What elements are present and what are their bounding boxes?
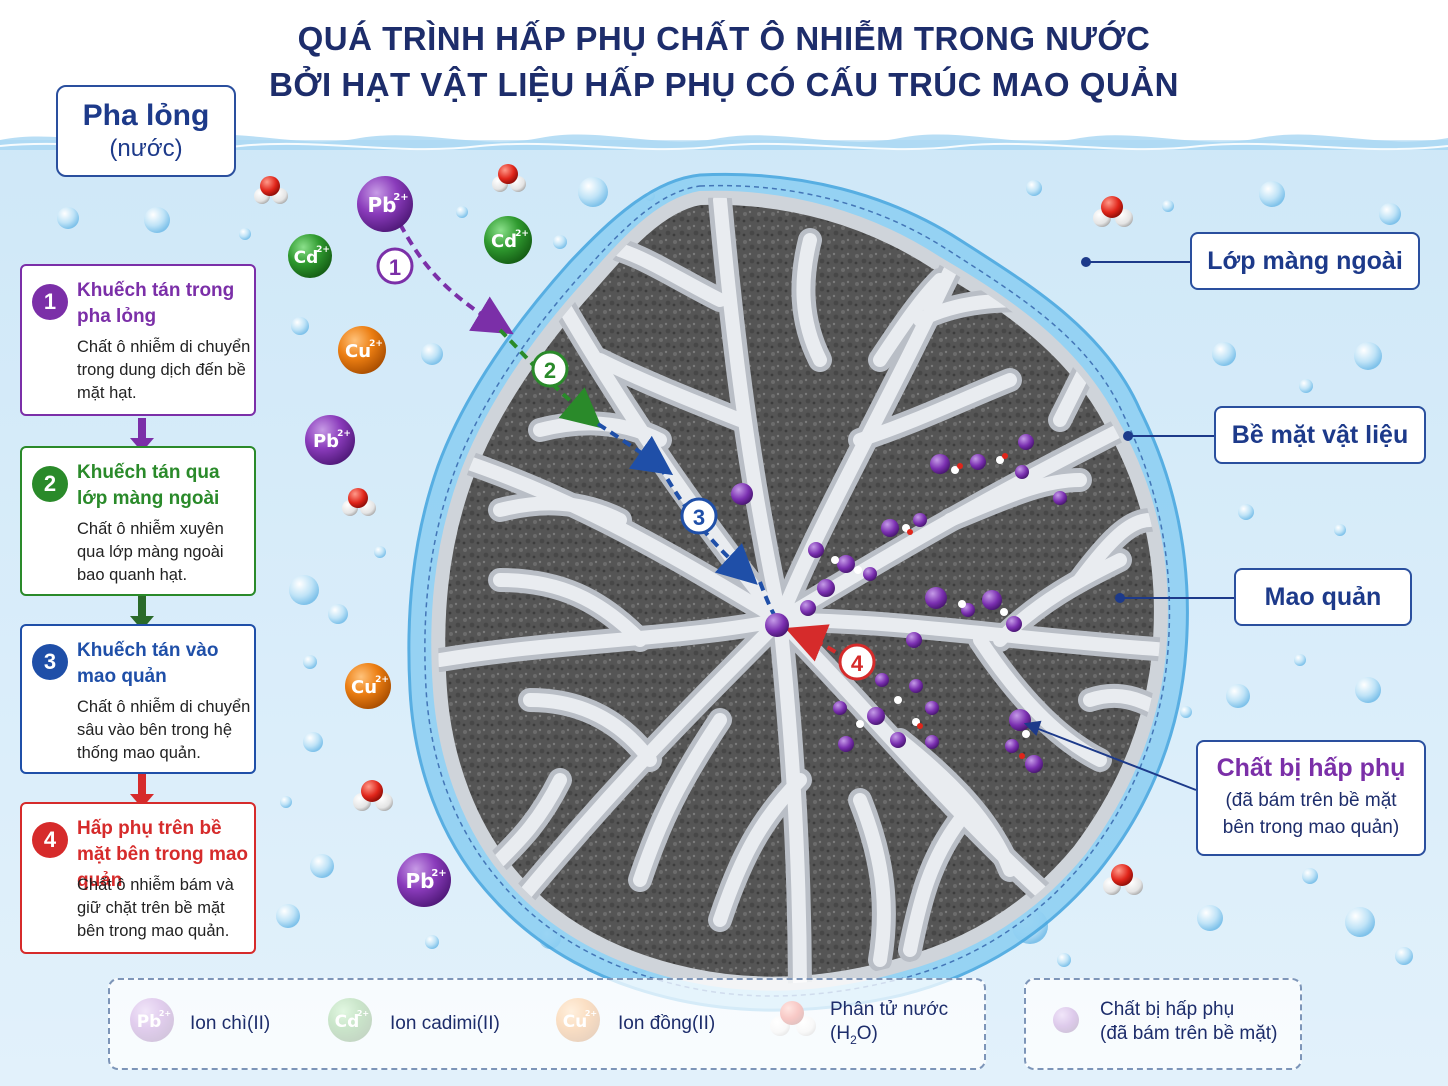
legend-water-line-2-pre: (H <box>830 1023 851 1044</box>
svg-text:Pb: Pb <box>406 869 435 893</box>
legend-water-line-1: Phân tử nước <box>830 999 949 1020</box>
step-4-card: 4 Hấp phụ trên bề mặt bên trong mao quản… <box>20 802 256 954</box>
step-4-description: Chất ô nhiễm bám và giữ chặt trên bề mặt… <box>77 876 234 940</box>
step-connectors <box>130 418 154 808</box>
legend-adsorbed-line-2: (đã bám trên bề mặt) <box>1100 1023 1278 1044</box>
ion-pb: Pb 2+ <box>357 176 413 232</box>
legend-water-label: Phân tử nước (H2O) <box>830 998 948 1052</box>
liquid-phase-title: Pha lỏng <box>82 99 210 132</box>
ion-cu: Cu 2+ <box>338 326 386 374</box>
ion-cu: Cu 2+ <box>345 663 391 709</box>
liquid-phase-subtitle: (nước) <box>109 135 183 162</box>
svg-text:Pb: Pb <box>313 431 339 452</box>
pore-water <box>831 453 1030 759</box>
path-marker-4: 4 <box>851 651 864 676</box>
legend-water-line-2-post: O) <box>856 1023 878 1044</box>
step-4-title: Hấp phụ trên bề mặt bên trong mao quản <box>77 818 249 891</box>
ion-pb: Pb 2+ <box>397 853 451 907</box>
svg-text:Cu: Cu <box>351 677 377 698</box>
step-2-card: 2 Khuếch tán qua lớp màng ngoài Chất ô n… <box>20 446 256 596</box>
svg-text:2+: 2+ <box>431 868 446 879</box>
step-1-card: 1 Khuếch tán trong pha lỏng Chất ô nhiễm… <box>20 264 256 416</box>
legend-adsorbed-label: Chất bị hấp phụ (đã bám trên bề mặt) <box>1100 998 1277 1046</box>
step-3-number: 3 <box>32 644 68 680</box>
step-3-description: Chất ô nhiễm di chuyển sâu vào bên trong… <box>77 698 251 762</box>
step-3-card: 3 Khuếch tán vào mao quản Chất ô nhiễm d… <box>20 624 256 774</box>
callout-adsorbed-sub-1: (đã bám trên bề mặt <box>1225 790 1397 811</box>
callout-adsorbed: Chất bị hấp phụ (đã bám trên bề mặt bên … <box>1196 740 1426 856</box>
adsorbing-ion <box>765 613 789 637</box>
diagram-title-line-1: QUÁ TRÌNH HẤP PHỤ CHẤT Ô NHIỄM TRONG NƯỚ… <box>297 20 1151 57</box>
callout-pore: Mao quản <box>1234 568 1412 626</box>
legend-ions: Ion chì(II) Ion cadimi(II) Ion đồng(II) … <box>108 978 986 1070</box>
path-marker-1: 1 <box>389 255 401 280</box>
callout-leaders <box>1023 257 1234 791</box>
svg-text:2+: 2+ <box>337 429 351 439</box>
path-step-3a <box>596 422 674 476</box>
ion-pb: Pb 2+ <box>305 415 355 465</box>
svg-text:2+: 2+ <box>393 192 408 203</box>
callout-material-surface: Bề mặt vật liệu <box>1214 406 1426 464</box>
step-2-number: 2 <box>32 466 68 502</box>
step-2-title: Khuếch tán qua lớp màng ngoài <box>77 462 220 509</box>
legend-cd-label: Ion cadimi(II) <box>390 1013 500 1034</box>
step-2-description: Chất ô nhiễm xuyên qua lớp màng ngoài ba… <box>77 520 224 584</box>
step-1-description: Chất ô nhiễm di chuyển trong dung dịch đ… <box>77 338 251 402</box>
svg-text:2+: 2+ <box>316 245 330 255</box>
callout-outer-film: Lớp màng ngoài <box>1190 232 1420 290</box>
legend-pb-label: Ion chì(II) <box>190 1013 271 1034</box>
legend-adsorbed-line-1: Chất bị hấp phụ <box>1100 999 1235 1020</box>
svg-text:2+: 2+ <box>375 675 389 685</box>
svg-text:Cd: Cd <box>491 231 517 252</box>
step-1-title: Khuếch tán trong pha lỏng <box>77 280 235 327</box>
ion-cd: Cd 2+ <box>484 216 532 264</box>
step-1-number: 1 <box>32 284 68 320</box>
path-number-markers: 1 2 3 4 <box>376 247 876 681</box>
callout-adsorbed-title: Chất bị hấp phụ <box>1216 754 1406 782</box>
path-marker-3: 3 <box>693 505 705 530</box>
diagram-title-line-2: BỞI HẠT VẬT LIỆU HẤP PHỤ CÓ CẤU TRÚC MAO… <box>269 66 1179 103</box>
adsorbed-molecules <box>731 434 1067 773</box>
svg-text:Pb: Pb <box>368 193 397 217</box>
svg-text:Cd: Cd <box>294 248 319 268</box>
svg-text:2+: 2+ <box>369 339 383 349</box>
legend-adsorbed: Chất bị hấp phụ (đã bám trên bề mặt) <box>1024 978 1302 1070</box>
callout-adsorbed-sub-2: bên trong mao quản) <box>1222 817 1400 838</box>
step-3-title: Khuếch tán vào mao quản <box>77 640 219 687</box>
step-4-number: 4 <box>32 822 68 858</box>
path-marker-2: 2 <box>544 358 556 383</box>
ion-cd: Cd 2+ <box>288 234 332 278</box>
water-molecules <box>254 164 1143 895</box>
legend-water-line-2-sub: 2 <box>850 1032 857 1047</box>
path-step-1 <box>398 223 514 335</box>
liquid-phase-label: Pha lỏng (nước) <box>56 85 236 177</box>
legend-cu-label: Ion đồng(II) <box>618 1013 716 1034</box>
svg-text:Cu: Cu <box>345 341 371 362</box>
free-ions: Pb 2+ Cd 2+ Cd 2+ Cu 2+ Pb 2+ <box>288 176 532 907</box>
svg-text:2+: 2+ <box>515 229 529 239</box>
